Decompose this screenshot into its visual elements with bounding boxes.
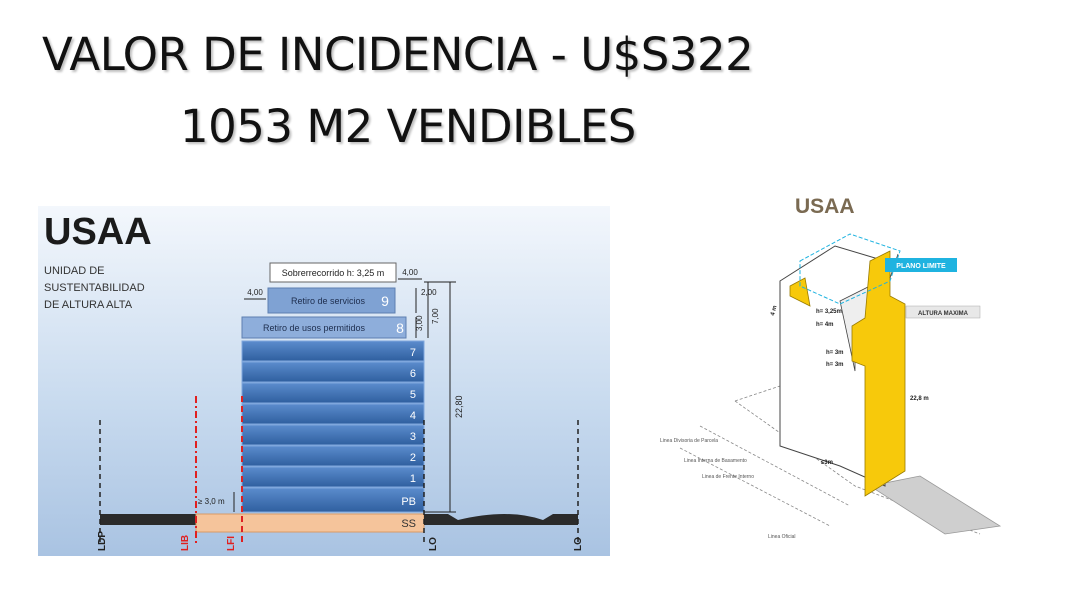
ground-right-sidewalk bbox=[424, 514, 578, 525]
dim-left-400: 4,00 bbox=[247, 288, 263, 297]
sobrerrecorrido-box bbox=[269, 262, 397, 283]
dim-700: 7,00 bbox=[431, 308, 440, 324]
linea-oficial-label: Linea Oficial bbox=[768, 534, 796, 540]
floor-4-label: 4 bbox=[410, 410, 416, 422]
floor-5 bbox=[241, 382, 425, 404]
floor-1 bbox=[241, 466, 425, 488]
usaa-subtitle-line3: DE ALTURA ALTA bbox=[44, 299, 133, 311]
page-title-line1: VALOR DE INCIDENCIA - U$S322 bbox=[42, 28, 754, 81]
dim-200: 2,00 bbox=[421, 288, 437, 297]
usaa-iso-heading: USAA bbox=[795, 195, 855, 218]
plano-limite-callout bbox=[885, 258, 957, 272]
linea-divisoria-label: Linea Divisoria de Parcela bbox=[660, 438, 718, 444]
lib-marker: LIB bbox=[180, 535, 191, 551]
floor-pb bbox=[241, 487, 425, 513]
lo-marker-1: LO bbox=[428, 537, 439, 551]
floor-4 bbox=[241, 403, 425, 425]
plano-limite-label: PLANO LIMITE bbox=[896, 263, 946, 270]
side-yellow-patch bbox=[789, 277, 811, 307]
floor-2-label: 2 bbox=[410, 452, 416, 464]
plano-limite-outline bbox=[799, 233, 901, 305]
h3-label-2: h= 3m bbox=[826, 362, 844, 368]
floor-5-label: 5 bbox=[410, 389, 416, 401]
usaa-section-diagram: USAA UNIDAD DE SUSTENTABILIDAD DE ALTURA… bbox=[38, 206, 610, 556]
floor-6-label: 6 bbox=[410, 368, 416, 380]
page-title-line2: 1053 M2 VENDIBLES bbox=[180, 100, 636, 153]
floor-1-label: 1 bbox=[410, 473, 416, 485]
dimension-lines bbox=[233, 278, 456, 513]
dim-top-right: 4,00 bbox=[402, 268, 418, 277]
ldp-marker: LDP bbox=[97, 531, 108, 551]
basement-ss bbox=[195, 513, 425, 533]
h325-label: h= 3,25m bbox=[816, 309, 842, 315]
floor-pb-label: PB bbox=[401, 496, 416, 508]
retiro-servicios-label: Retiro de servicios bbox=[291, 296, 366, 306]
floor-stack: 7 6 5 4 3 2 1 PB bbox=[241, 340, 425, 513]
usaa-heading: USAA bbox=[44, 211, 152, 253]
retiro-servicios-number: 9 bbox=[381, 293, 389, 309]
floor-6 bbox=[241, 361, 425, 383]
retiro-usos-band bbox=[241, 316, 407, 339]
section-drawing: USAA UNIDAD DE SUSTENTABILIDAD DE ALTURA… bbox=[38, 206, 610, 556]
linea-frente-label: Linea de Frente Interno bbox=[702, 474, 754, 480]
floor-7 bbox=[241, 340, 425, 362]
basement-label: SS bbox=[401, 518, 416, 530]
floor-7-label: 7 bbox=[410, 347, 416, 359]
dim-300: 3,00 bbox=[415, 315, 424, 331]
lfi-marker: LFI bbox=[226, 536, 237, 551]
usaa-subtitle-line2: SUSTENTABILIDAD bbox=[44, 282, 145, 294]
retiro-usos-label: Retiro de usos permitidos bbox=[263, 323, 366, 333]
h4-label: h= 4m bbox=[816, 322, 834, 328]
retiro-usos-number: 8 bbox=[396, 320, 404, 336]
height-label: 22,8 m bbox=[910, 396, 929, 402]
sobrerrecorrido-label: Sobrerrecorrido h: 3,25 m bbox=[282, 268, 385, 278]
lo-marker-2: LO bbox=[573, 537, 584, 551]
floor-3 bbox=[241, 424, 425, 446]
h3-label-1: h= 3m bbox=[826, 350, 844, 356]
side-4m-label: 4 m bbox=[770, 305, 778, 317]
floor-3-label: 3 bbox=[410, 431, 416, 443]
ground-left bbox=[100, 514, 196, 525]
floor-2 bbox=[241, 445, 425, 467]
usaa-isometric-diagram: USAA PLANO LIMITE ALTURA MAXIMA h= 3,25m… bbox=[640, 186, 1065, 556]
usaa-subtitle-line1: UNIDAD DE bbox=[44, 265, 105, 277]
linea-interna-label: Linea Interna de Basamento bbox=[684, 458, 747, 464]
altura-maxima-callout bbox=[905, 305, 981, 319]
altura-maxima-label: ALTURA MAXIMA bbox=[918, 311, 969, 317]
isometric-drawing: USAA PLANO LIMITE ALTURA MAXIMA h= 3,25m… bbox=[660, 195, 1002, 540]
retiro-servicios-band bbox=[267, 287, 396, 314]
width-label: ≤3m bbox=[821, 460, 833, 466]
dim-ground: ≥ 3,0 m bbox=[198, 497, 225, 506]
dim-total-height: 22,80 bbox=[454, 395, 464, 418]
sidewalk-patch bbox=[868, 475, 1002, 535]
